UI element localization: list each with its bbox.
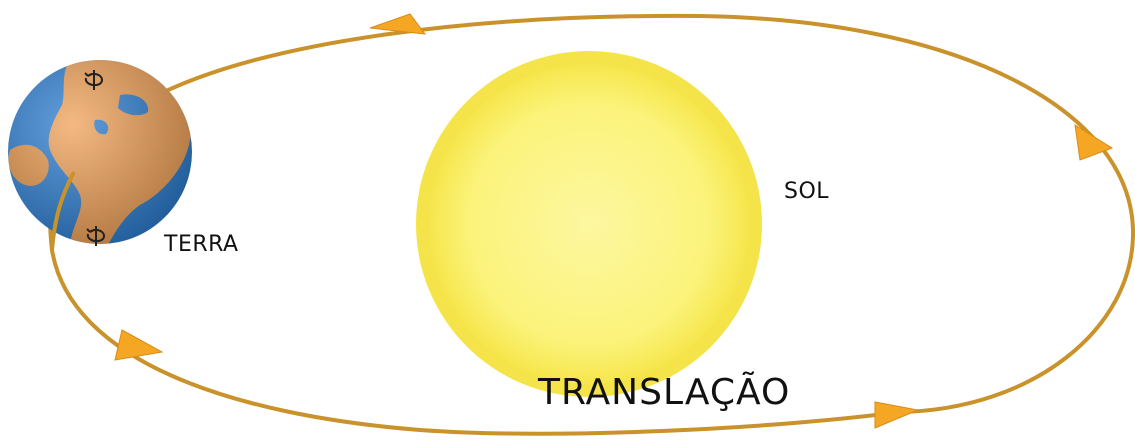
sun-label: SOL: [784, 179, 829, 204]
earth-label: TERRA: [164, 232, 239, 257]
motion-label: TRANSLAÇÃO: [538, 372, 790, 413]
sun: [416, 51, 762, 397]
orbit-arrow-top: [370, 14, 425, 34]
orbit-arrow-left: [115, 330, 162, 360]
orbit-arrow-bottom-right: [875, 402, 918, 428]
earth-globe-icon: [8, 58, 192, 250]
